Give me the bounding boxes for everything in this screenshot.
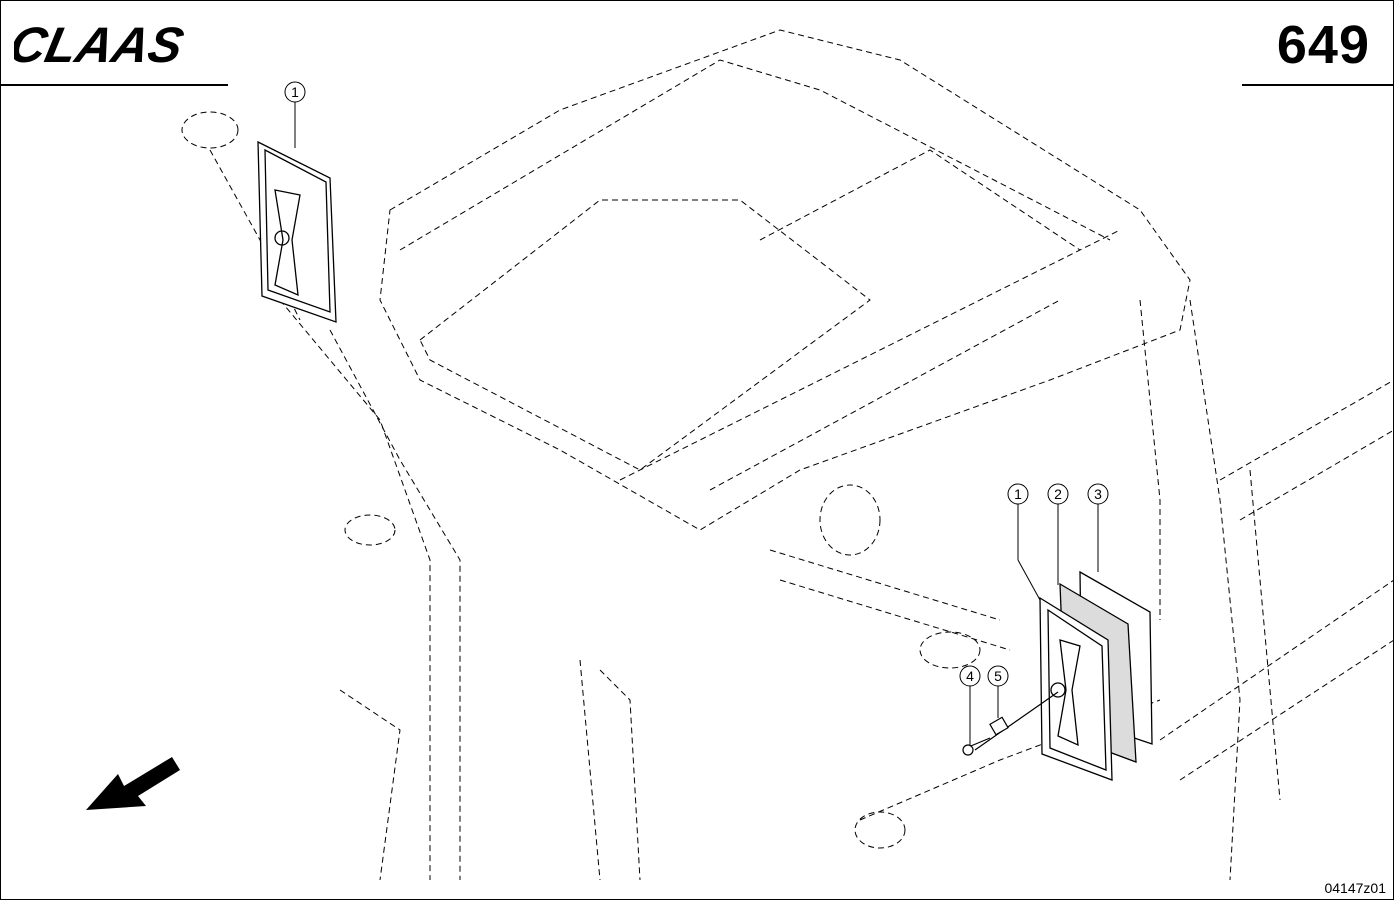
- arm-clamp: [919, 631, 981, 669]
- page-number: 649: [1276, 15, 1370, 75]
- mirror-fasteners: [962, 691, 1059, 756]
- left-mount-knob: [181, 111, 239, 149]
- claas-logo: CLAAS: [4, 17, 244, 78]
- visor-line: [709, 299, 1061, 491]
- callout-circle-right-1: [1007, 483, 1029, 505]
- spacer-5: [989, 716, 1009, 736]
- roof-hatch: [419, 199, 871, 471]
- brand-text: CLAAS: [14, 18, 189, 72]
- right-pillar: [1139, 299, 1161, 620]
- callout-label-top-left: 1: [291, 84, 299, 100]
- claas-logo-mark: CLAAS: [4, 17, 189, 73]
- callout-circle-right-3: [1087, 483, 1109, 505]
- right-pillar-outer: [1189, 299, 1241, 881]
- right-callout-circles: [959, 483, 1109, 687]
- right-mirror-assembly: [1039, 570, 1153, 781]
- mirror-housing-inner: [1047, 608, 1107, 771]
- right-rail-bottom: [1159, 579, 1394, 741]
- right-rail-upper: [1219, 379, 1394, 481]
- bolt-4-head: [962, 744, 974, 756]
- left-mirror-pivot: [274, 230, 290, 246]
- direction-arrow-icon: [86, 757, 180, 810]
- arm-bracket: [819, 484, 881, 556]
- callout-label-right-1: 1: [1014, 486, 1022, 502]
- callout-circle-right-5: [987, 665, 1009, 687]
- left-lower-knob: [344, 514, 396, 546]
- right-rail-bottom-2: [1179, 639, 1394, 781]
- right-rail-lower: [1239, 429, 1394, 521]
- callout-label-right-4: 4: [966, 668, 974, 684]
- mirror-reflection: [1057, 639, 1081, 747]
- leader-1-diag: [1017, 559, 1041, 601]
- cab-roof-outline: [379, 29, 1191, 531]
- door-handle-rail-2: [599, 669, 641, 881]
- roof-edge-line: [399, 59, 1111, 251]
- door-handle-rail: [579, 659, 601, 881]
- handrail-vertical: [1249, 469, 1281, 801]
- drawing-id: 04147z01: [1324, 880, 1386, 896]
- left-mirror-reflection: [274, 189, 301, 297]
- left-mirror-body: [257, 140, 337, 323]
- right-callout-leaders: [969, 504, 1099, 745]
- left-step: [339, 689, 401, 881]
- left-mirror-glass: [264, 148, 331, 313]
- mirror-arm-lower: [779, 579, 1011, 651]
- lower-frame: [859, 699, 1161, 821]
- header-rule-right: [1242, 84, 1394, 86]
- left-pillar-inner: [329, 329, 461, 880]
- left-pillar: [279, 299, 431, 880]
- header-rule-left: [0, 84, 228, 86]
- roof-front-edge: [619, 229, 1121, 481]
- mirror-pivot-ball: [1050, 682, 1066, 698]
- callout-label-right-2: 2: [1054, 486, 1062, 502]
- bolt-shaft-line: [974, 691, 1059, 751]
- cab-outline: [181, 29, 1394, 881]
- lower-knob: [854, 811, 906, 849]
- callout-label-right-3: 3: [1094, 486, 1102, 502]
- left-mirror: [257, 140, 337, 323]
- mirror-arm: [769, 549, 1001, 621]
- callout-circle-right-4: [959, 665, 981, 687]
- callout-label-right-5: 5: [994, 668, 1002, 684]
- roof-rib: [759, 149, 1081, 251]
- callout-circle-top-left: [284, 81, 306, 103]
- callout-circle-right-2: [1047, 483, 1069, 505]
